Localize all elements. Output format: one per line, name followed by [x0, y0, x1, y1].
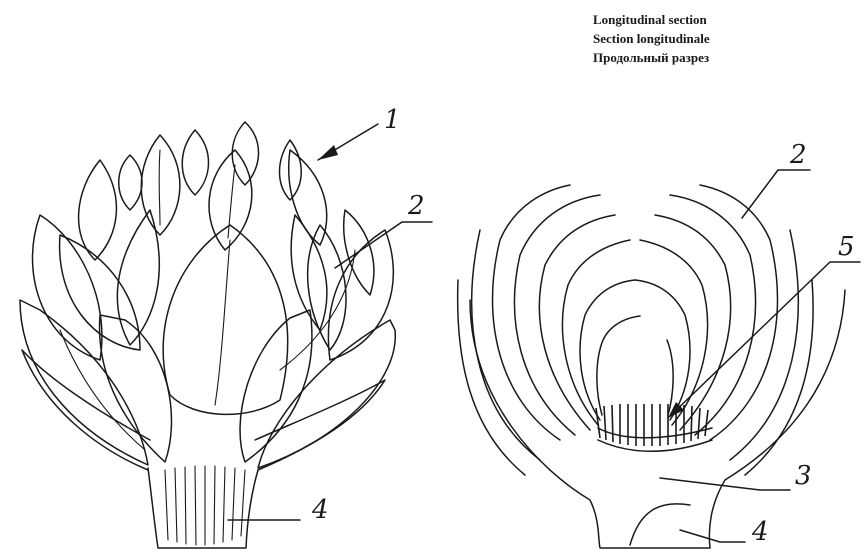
leader-line-5 [668, 262, 860, 418]
leader-line-2-right [742, 170, 810, 218]
leader-arrowhead-1 [318, 145, 338, 160]
callout-4-left: 4 [311, 495, 329, 525]
callout-1: 1 [384, 105, 401, 135]
artichoke-section-drawing [458, 185, 845, 548]
callout-4-right: 4 [751, 517, 769, 547]
artichoke-whole-drawing [20, 122, 395, 548]
callout-2-left: 2 [407, 191, 425, 221]
callout-2-right: 2 [789, 140, 807, 170]
leader-line-4-right [680, 530, 745, 542]
callout-5: 5 [838, 232, 855, 262]
callout-3: 3 [795, 461, 812, 491]
